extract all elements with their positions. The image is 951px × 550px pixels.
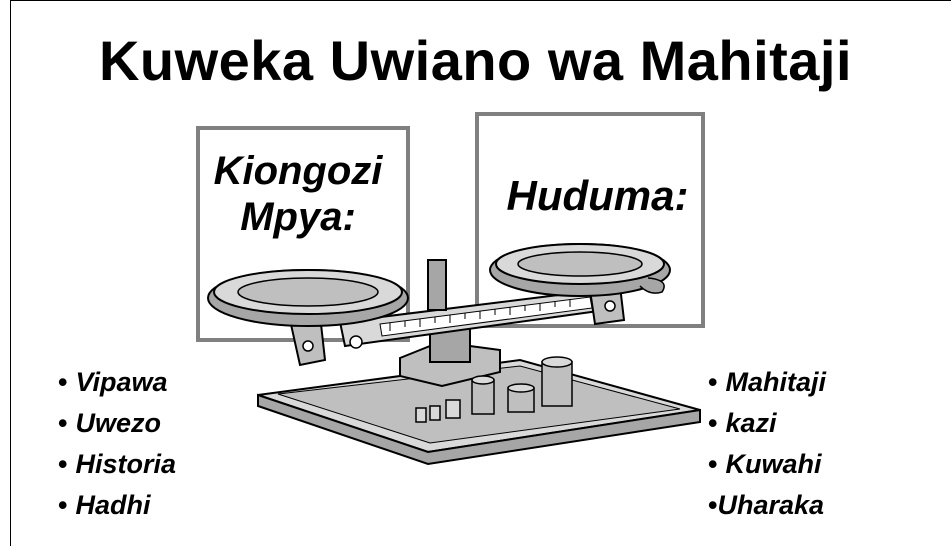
list-item: •Vipawa: [58, 362, 176, 403]
bullet-icon: •: [708, 408, 718, 438]
left-box-label-line1: Kiongozi: [213, 149, 383, 193]
bullet-icon: •: [58, 367, 68, 397]
bullet-text: Uwezo: [75, 408, 161, 438]
bullet-text: Kuwahi: [725, 449, 822, 479]
bullet-text: Mahitaji: [725, 367, 826, 397]
right-box-label: Huduma:: [506, 172, 689, 219]
bullet-text: Vipawa: [75, 367, 168, 397]
list-item: •kazi: [708, 403, 826, 444]
bullet-icon: •: [708, 490, 718, 520]
left-box-label-line2: Mpya:: [240, 195, 356, 239]
balance-scale-icon: [196, 112, 705, 466]
list-item: •Historia: [58, 444, 176, 485]
right-bullet-list: •Mahitaji •kazi •Kuwahi •Uharaka: [708, 362, 826, 526]
list-item: •Kuwahi: [708, 444, 826, 485]
left-bullet-list: •Vipawa •Uwezo •Historia •Hadhi: [58, 362, 176, 526]
bullet-icon: •: [708, 449, 718, 479]
slide-title: Kuweka Uwiano wa Mahitaji: [98, 29, 853, 92]
bullet-icon: •: [58, 490, 68, 520]
bullet-text: Hadhi: [75, 490, 151, 520]
list-item: •Uharaka: [708, 485, 826, 526]
bullet-icon: •: [58, 408, 68, 438]
bullet-text: Historia: [75, 449, 176, 479]
bullet-icon: •: [58, 449, 68, 479]
left-box-label: Kiongozi Mpya:: [198, 148, 398, 240]
bullet-icon: •: [708, 367, 718, 397]
right-box: [475, 112, 705, 328]
bullet-text: kazi: [725, 408, 777, 438]
list-item: •Mahitaji: [708, 362, 826, 403]
slide-frame: [10, 0, 951, 546]
list-item: •Uwezo: [58, 403, 176, 444]
list-item: •Hadhi: [58, 485, 176, 526]
bullet-text: Uharaka: [717, 490, 825, 520]
